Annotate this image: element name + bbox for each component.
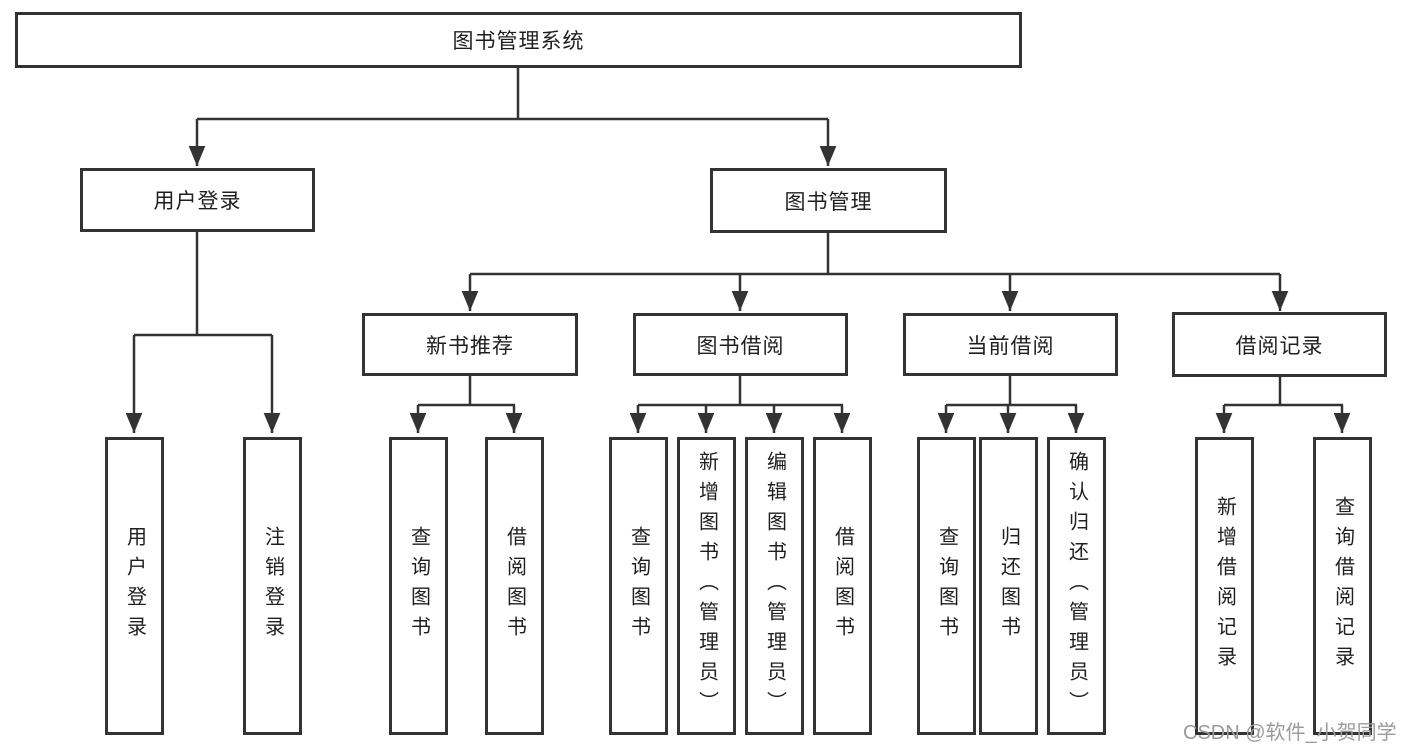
leaf-borrow-books: 借阅图书 [813, 437, 872, 735]
leaf-label: 归还图书 [997, 526, 1020, 646]
node-new-book-recommendation: 新书推荐 [362, 313, 578, 376]
leaf-label: 查询图书 [407, 526, 430, 646]
leaf-label: 用户登录 [123, 526, 146, 646]
leaf-borrow-books: 借阅图书 [485, 437, 544, 735]
leaf-add-books-admin: 新增图书（管理员） [677, 437, 736, 735]
node-book-management: 图书管理 [710, 168, 947, 233]
leaf-label: 编辑图书（管理员） [763, 451, 786, 721]
node-label: 新书推荐 [426, 334, 514, 358]
leaf-label: 新增图书（管理员） [695, 451, 718, 721]
leaf-query-books: 查询图书 [917, 437, 976, 735]
leaf-return-books: 归还图书 [979, 437, 1038, 735]
node-label: 图书借阅 [696, 334, 785, 358]
node-borrowing-records: 借阅记录 [1172, 312, 1387, 377]
node-label: 当前借阅 [966, 334, 1055, 358]
node-book-borrowing: 图书借阅 [633, 313, 848, 376]
leaf-label: 注销登录 [261, 526, 284, 646]
node-current-borrowing: 当前借阅 [903, 313, 1118, 376]
node-label: 用户登录 [153, 190, 242, 213]
leaf-label: 借阅图书 [831, 526, 854, 646]
node-label: 借阅记录 [1235, 334, 1324, 358]
leaf-label: 确认归还（管理员） [1065, 451, 1088, 721]
leaf-label: 新增借阅记录 [1213, 496, 1236, 676]
node-label: 图书管理系统 [452, 30, 585, 53]
leaf-user-login: 用户登录 [105, 437, 164, 735]
leaf-query-borrow-record: 查询借阅记录 [1313, 437, 1372, 735]
leaf-label: 查询借阅记录 [1331, 496, 1354, 676]
leaf-label: 查询图书 [935, 526, 958, 646]
node-label: 图书管理 [784, 190, 873, 214]
leaf-add-borrow-record: 新增借阅记录 [1195, 437, 1254, 735]
leaf-edit-books-admin: 编辑图书（管理员） [745, 437, 804, 735]
watermark: CSDN @软件_小贺同学 [1183, 722, 1397, 744]
leaf-logout: 注销登录 [243, 437, 302, 735]
node-library-management-system: 图书管理系统 [15, 12, 1022, 68]
leaf-label: 借阅图书 [503, 526, 526, 646]
leaf-label: 查询图书 [627, 526, 650, 646]
leaf-confirm-return-admin: 确认归还（管理员） [1047, 437, 1106, 735]
leaf-query-books: 查询图书 [609, 437, 668, 735]
leaf-query-books: 查询图书 [389, 437, 448, 735]
node-user-login: 用户登录 [80, 168, 315, 232]
